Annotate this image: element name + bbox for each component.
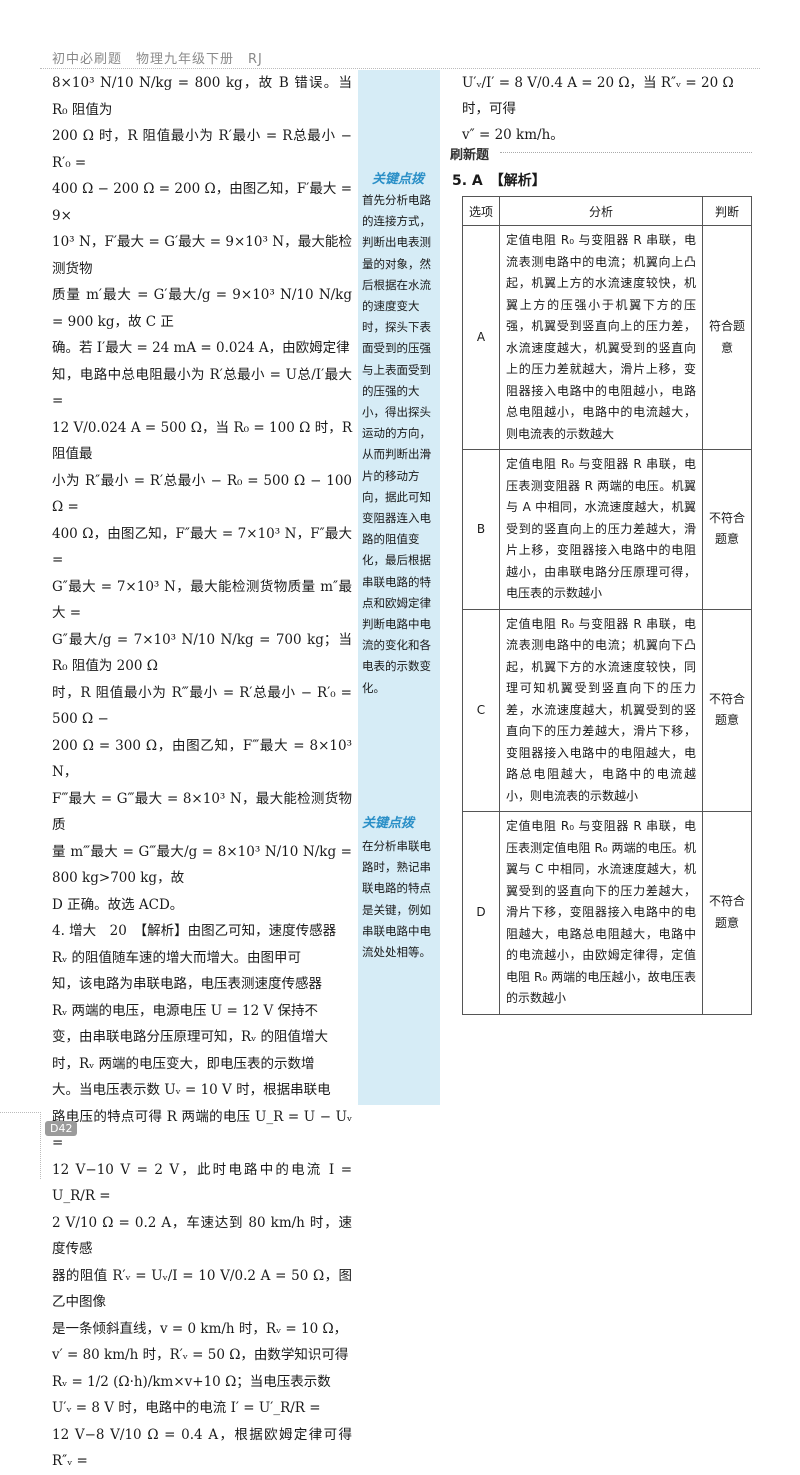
text-line: U′ᵥ/I′ = 8 V/0.4 A = 20 Ω，当 R″ᵥ = 20 Ω 时… xyxy=(462,75,734,117)
tip2-title: 关键点拨 xyxy=(362,816,415,831)
header-option: 选项 xyxy=(462,196,500,226)
tip1-text: 首先分析电路的连接方式，判断出电表测量的对象，然后根据在水流的速度变大时，探头下… xyxy=(362,193,431,695)
text-line: 确。若 I′最大 = 24 mA = 0.024 A，由欧姆定律 xyxy=(52,340,350,356)
cell-analysis: 定值电阻 R₀ 与变阻器 R 串联，电流表测电路中的电流；机翼向上凸起，机翼上方… xyxy=(499,225,703,450)
text-line: 400 Ω，由图乙知，F″最大 = 7×10³ N，F″最大 = xyxy=(52,525,352,569)
text-line: 质量 m′最大 = G′最大/g = 9×10³ N/10 N/kg = 900… xyxy=(52,287,352,330)
text-line: 8×10³ N/10 N/kg = 800 kg，故 B 错误。当 R₀ 阻值为 xyxy=(52,75,352,118)
text-line: 是一条倾斜直线，v = 0 km/h 时，Rᵥ = 10 Ω， xyxy=(52,1320,348,1337)
text-line: 变，由串联电路分压原理可知，Rᵥ 的阻值增大 xyxy=(52,1029,328,1045)
text-line: G″最大 = 7×10³ N，最大能检测货物质量 m″最大 = xyxy=(52,578,352,622)
text-line: Rᵥ = 1/2 (Ω·h)/km×v+10 Ω；当电压表示数 xyxy=(52,1373,331,1390)
corner-decoration xyxy=(0,1112,41,1179)
text-line: 知，电路中总电阻最小为 R′总最小 = U总/I′最大 = xyxy=(52,366,352,410)
text-line: 量 m‴最大 = G‴最大/g = 8×10³ N/10 N/kg = 800 … xyxy=(52,843,352,887)
page-header: 初中必刷题 物理九年级下册 RJ xyxy=(52,52,263,67)
cell-option: A xyxy=(462,225,500,450)
text-line: 大。当电压表示数 Uᵥ = 10 V 时，根据串联电 xyxy=(52,1082,331,1098)
text-line: 时，R 阻值最小为 R‴最小 = R′总最小 − R′₀ = 500 Ω − xyxy=(52,684,352,728)
tip1-title: 关键点拨 xyxy=(372,172,425,187)
text-line: 器的阻值 R′ᵥ = Uᵥ/I = 10 V/0.2 A = 50 Ω，图乙中图… xyxy=(52,1267,352,1311)
cell-analysis: 定值电阻 R₀ 与变阻器 R 串联，电压表测变阻器 R 两端的电压。机翼与 A … xyxy=(499,449,703,610)
cell-judgement: 符合题意 xyxy=(702,225,752,450)
question-5-heading: 5. A 【解析】 xyxy=(452,173,546,189)
text-line: 12 V−10 V = 2 V，此时电路中的电流 I = U_R/R = xyxy=(52,1161,352,1205)
text-line: 路电压的特点可得 R 两端的电压 U_R = U − Uᵥ = xyxy=(52,1108,352,1152)
text-line: Rᵥ 的阻值随车速的增大而增大。由图甲可 xyxy=(52,949,301,966)
right-column-top: U′ᵥ/I′ = 8 V/0.4 A = 20 Ω，当 R″ᵥ = 20 Ω 时… xyxy=(462,70,752,148)
text-line: v′ = 80 km/h 时，R′ᵥ = 50 Ω，由数学知识可得 xyxy=(52,1347,349,1363)
cell-option: C xyxy=(462,608,500,812)
cell-analysis: 定值电阻 R₀ 与变阻器 R 串联，电压表测定值电阻 R₀ 两端的电压。机翼与 … xyxy=(499,811,703,1015)
cell-option: D xyxy=(462,811,500,1015)
section-badge: 刷新题 xyxy=(450,148,490,163)
tip2-text: 在分析串联电路时，熟记串联电路的特点是关键，例如串联电路中电流处处相等。 xyxy=(362,839,431,960)
text-line: U′ᵥ = 8 V 时，电路中的电流 I′ = U′_R/R = xyxy=(52,1400,321,1416)
table-header-row: 选项 分析 判断 xyxy=(462,196,752,226)
text-line: 10³ N，F′最大 = G′最大 = 9×10³ N，最大能检测货物 xyxy=(52,234,352,277)
text-line: 12 V/0.024 A = 500 Ω，当 R₀ = 100 Ω 时，R 阻值… xyxy=(52,419,352,463)
cell-analysis: 定值电阻 R₀ 与变阻器 R 串联，电流表测电路中的电流；机翼向下凸起，机翼下方… xyxy=(499,608,703,812)
left-column: 8×10³ N/10 N/kg = 800 kg，故 B 错误。当 R₀ 阻值为… xyxy=(52,70,352,1475)
text-line: G″最大/g = 7×10³ N/10 N/kg = 700 kg；当 R₀ 阻… xyxy=(52,631,352,675)
text-line: F‴最大 = G‴最大 = 8×10³ N，最大能检测货物质 xyxy=(52,790,352,834)
text-line: 400 Ω − 200 Ω = 200 Ω，由图乙知，F′最大 = 9× xyxy=(52,181,352,224)
header-divider xyxy=(40,68,760,69)
text-line: 小为 R″最小 = R′总最小 − R₀ = 500 Ω − 100 Ω = xyxy=(52,472,352,516)
cell-judgement: 不符合题意 xyxy=(702,449,752,610)
header-analysis: 分析 xyxy=(499,196,703,226)
text-line: 时，Rᵥ 两端的电压变大，即电压表的示数增 xyxy=(52,1055,315,1072)
text-line: 12 V−8 V/10 Ω = 0.4 A，根据欧姆定律可得 R″ᵥ = xyxy=(52,1426,352,1470)
header-judgement: 判断 xyxy=(702,196,752,226)
page-number: D42 xyxy=(45,1121,78,1136)
text-line: 200 Ω = 300 Ω，由图乙知，F‴最大 = 8×10³ N， xyxy=(52,737,352,781)
cell-judgement: 不符合题意 xyxy=(702,608,752,812)
text-line: 知，该电路为串联电路，电压表测速度传感器 xyxy=(52,976,322,992)
text-line: 4. 增大 20 【解析】由图乙可知，速度传感器 xyxy=(52,923,337,939)
tips-sidebar xyxy=(358,70,440,1105)
badge-divider xyxy=(500,152,752,153)
text-line: 200 Ω 时，R 阻值最小为 R′最小 = R总最小 − R′₀ = xyxy=(52,128,352,171)
text-line: 2 V/10 Ω = 0.2 A，车速达到 80 km/h 时，速度传感 xyxy=(52,1214,352,1258)
cell-judgement: 不符合题意 xyxy=(702,811,752,1015)
cell-option: B xyxy=(462,449,500,610)
text-line: D 正确。故选 ACD。 xyxy=(52,896,184,913)
text-line: Rᵥ 两端的电压，电源电压 U = 12 V 保持不 xyxy=(52,1002,319,1019)
text-line: v″ = 20 km/h。 xyxy=(462,127,564,143)
